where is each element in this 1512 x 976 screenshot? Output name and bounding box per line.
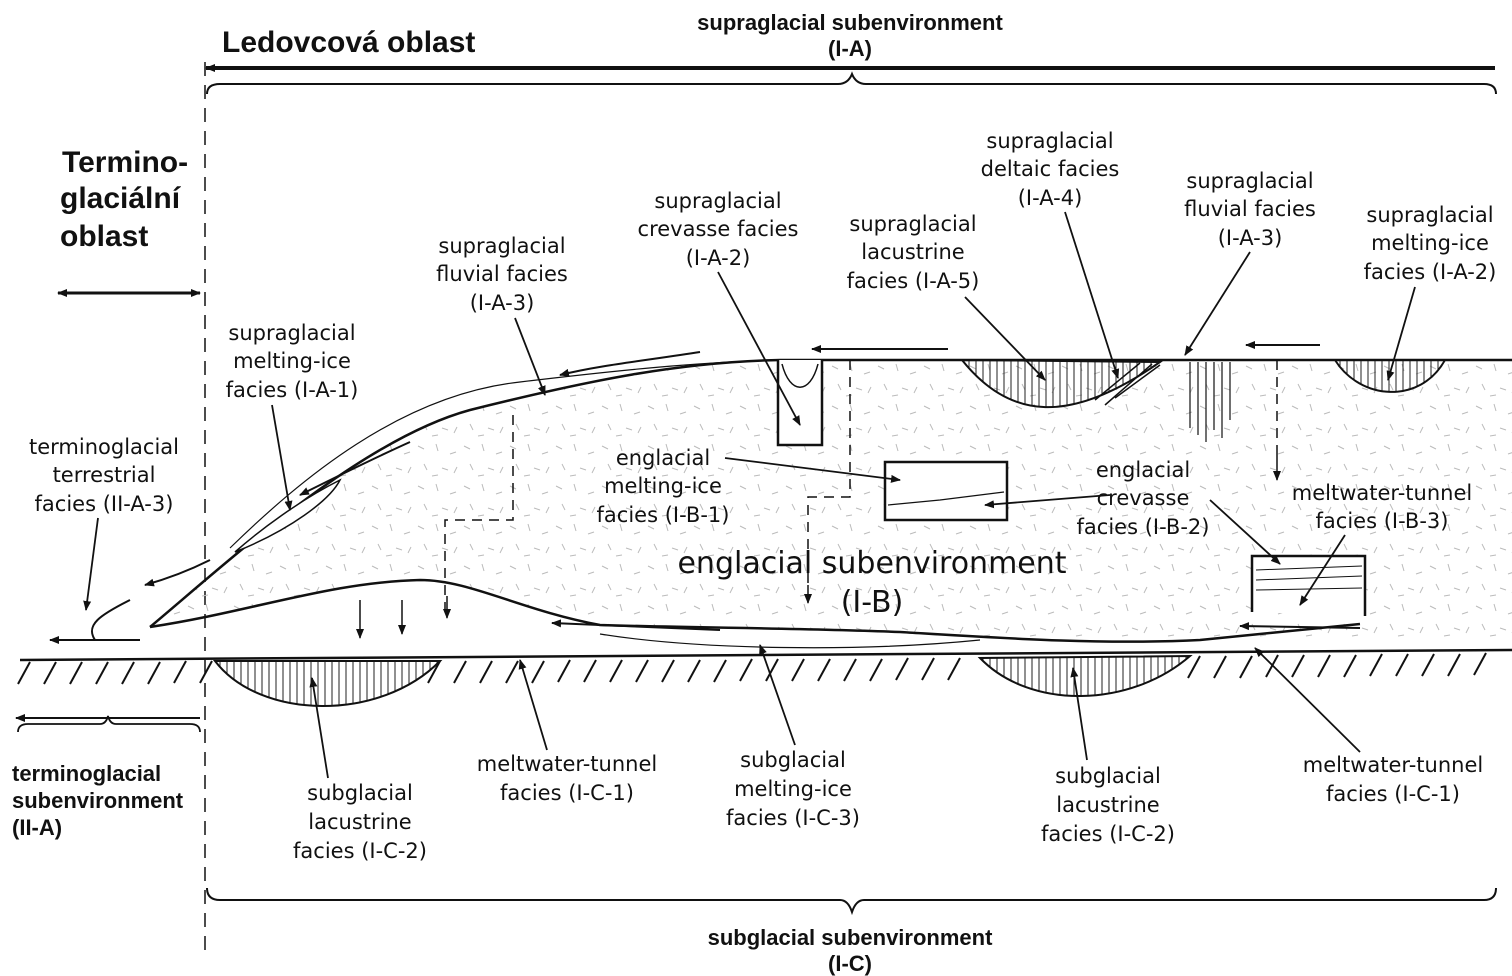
label-line: melting-ice	[1371, 231, 1489, 255]
label-line: englacial	[1096, 458, 1190, 482]
label-line: subglacial	[1055, 764, 1161, 788]
terminoglacial-subenv-line1: terminoglacial	[12, 761, 161, 786]
label-supra-crevasse: supraglacial crevasse facies (I-A-2)	[638, 189, 799, 270]
label-line: terrestrial	[53, 463, 156, 487]
label-sub-tunnel-left: meltwater-tunnel facies (I-C-1)	[477, 752, 657, 805]
subglacial-melting-ice-lens	[600, 634, 980, 648]
label-termino-terrestrial: terminoglacial terrestrial facies (II-A-…	[29, 435, 179, 516]
englacial-crevasse-box	[885, 462, 1007, 520]
label-line: facies (II-A-3)	[35, 492, 174, 516]
label-line: crevasse facies	[638, 217, 799, 241]
label-line: facies (I-B-1)	[597, 503, 730, 527]
label-line: facies (I-B-3)	[1316, 509, 1449, 533]
label-line: supraglacial	[438, 234, 565, 258]
supraglacial-subenvironment-code: (I-A)	[828, 36, 872, 61]
termino-label-line1: Termino-	[62, 146, 188, 179]
label-line: supraglacial	[986, 129, 1113, 153]
label-line: (I-A-2)	[686, 246, 751, 270]
label-line: subglacial	[307, 781, 413, 805]
label-supra-melting-2: supraglacial melting-ice facies (I-A-2)	[1364, 203, 1497, 284]
ground-line	[20, 650, 1512, 660]
subglacial-lake-left	[215, 661, 440, 706]
label-sub-lacustrine-right: subglacial lacustrine facies (I-C-2)	[1041, 764, 1175, 846]
termino-label-line2: glaciální	[60, 182, 182, 215]
terminoglacial-subenv-code: (II-A)	[12, 815, 62, 840]
label-line: (I-A-4)	[1018, 186, 1083, 210]
terminoglacial-subenv-line2: subenvironment	[12, 788, 184, 813]
label-supra-lacustrine: supraglacial lacustrine facies (I-A-5)	[847, 212, 980, 293]
label-line: facies (I-C-3)	[726, 806, 860, 830]
label-line: meltwater-tunnel	[477, 752, 657, 776]
label-line: lacustrine	[308, 810, 411, 834]
label-line: (I-A-3)	[1218, 226, 1283, 250]
subglacial-subenvironment-title: subglacial subenvironment	[708, 925, 994, 950]
label-supra-fluvial-right: supraglacial fluvial facies (I-A-3)	[1184, 169, 1316, 250]
label-line: supraglacial	[654, 189, 781, 213]
label-line: fluvial facies	[1184, 197, 1316, 221]
label-sub-melting: subglacial melting-ice facies (I-C-3)	[726, 748, 860, 830]
label-line: deltaic facies	[981, 157, 1120, 181]
label-line: melting-ice	[734, 777, 852, 801]
czech-glacier-area-label: Ledovcová oblast	[222, 26, 475, 59]
supraglacial-brace	[207, 74, 1496, 94]
label-line: facies (I-B-2)	[1077, 515, 1210, 539]
label-line: melting-ice	[604, 474, 722, 498]
label-line: meltwater-tunnel	[1303, 753, 1483, 777]
label-sub-lacustrine-left: subglacial lacustrine facies (I-C-2)	[293, 781, 427, 863]
supraglacial-subenvironment-title: supraglacial subenvironment	[697, 10, 1003, 35]
subglacial-lake-right	[980, 656, 1190, 696]
termino-label-line3: oblast	[60, 220, 148, 253]
label-englacial-melting: englacial melting-ice facies (I-B-1)	[597, 446, 730, 527]
label-line: supraglacial	[849, 212, 976, 236]
label-line: lacustrine	[861, 240, 964, 264]
label-line: facies (I-C-2)	[293, 839, 427, 863]
label-line: (I-A-3)	[470, 291, 535, 315]
label-line: facies (I-A-5)	[847, 269, 980, 293]
label-line: subglacial	[740, 748, 846, 772]
subglacial-brace	[207, 888, 1496, 912]
label-line: supraglacial	[1186, 169, 1313, 193]
label-line: facies (I-C-2)	[1041, 822, 1175, 846]
label-line: crevasse	[1097, 486, 1190, 510]
subglacial-subenvironment-code: (I-C)	[828, 951, 872, 976]
label-supra-melting-1: supraglacial melting-ice facies (I-A-1)	[226, 321, 359, 402]
label-line: facies (I-C-1)	[1326, 782, 1460, 806]
label-line: terminoglacial	[29, 435, 179, 459]
label-supra-deltaic: supraglacial deltaic facies (I-A-4)	[981, 129, 1120, 210]
label-line: facies (I-A-1)	[226, 378, 359, 402]
label-line: englacial	[616, 446, 710, 470]
label-line: supraglacial	[228, 321, 355, 345]
label-line: supraglacial	[1366, 203, 1493, 227]
englacial-title: englacial subenvironment	[677, 546, 1066, 581]
label-line: meltwater-tunnel	[1292, 481, 1472, 505]
label-line: lacustrine	[1056, 793, 1159, 817]
label-sub-tunnel-right: meltwater-tunnel facies (I-C-1)	[1303, 753, 1483, 806]
englacial-code: (I-B)	[841, 585, 904, 620]
label-line: facies (I-A-2)	[1364, 260, 1497, 284]
label-line: melting-ice	[233, 349, 351, 373]
label-line: fluvial facies	[436, 262, 568, 286]
label-supra-fluvial-left: supraglacial fluvial facies (I-A-3)	[436, 234, 568, 315]
label-line: facies (I-C-1)	[500, 781, 634, 805]
meltwater-tunnel-box	[1252, 556, 1365, 616]
